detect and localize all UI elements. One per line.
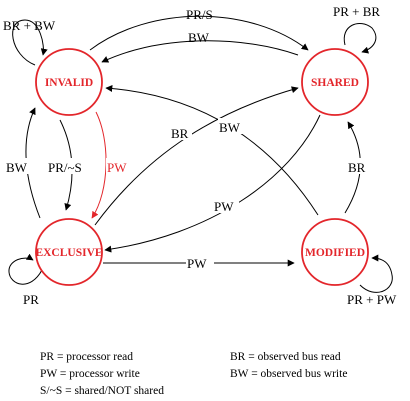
edge-invalid-to-exclusive-pw [91,111,107,219]
edge-shared-to-exclusive [104,114,321,253]
edge-shared-self [343,23,377,54]
legend-bw: BW = observed bus write [230,368,348,380]
state-shared-label: SHARED [311,77,359,89]
state-exclusive: EXCLUSIVE [35,218,103,286]
edge-exclusive-self [8,253,43,285]
edge-invalid-self [12,19,48,66]
legend-pr: PR = processor read [40,351,134,363]
label-exclusive-to-shared: BR [171,126,189,141]
legend-pw: PW = processor write [40,368,140,380]
edge-invalid-to-shared [89,15,309,51]
label-shared-to-exclusive: PW [214,199,234,214]
legend-s: S/~S = shared/NOT shared [40,385,164,397]
edge-modified-to-invalid [105,84,319,216]
label-modified-to-shared: BR [348,160,366,175]
label-exclusive-to-invalid: BW [6,160,28,175]
legend-br: BR = observed bus read [230,351,341,363]
state-shared: SHARED [301,48,369,116]
edge-modified-self [359,254,393,293]
label-invalid-to-exclusive-pr: PR/~S [48,160,82,175]
label-invalid-to-exclusive-pw: PW [107,160,127,175]
label-exclusive-to-modified: PW [187,256,207,271]
label-shared-self: PR + BR [333,4,380,19]
state-invalid-label: INVALID [45,77,93,89]
label-shared-to-invalid: BW [188,30,210,45]
state-modified-label: MODIFIED [305,247,365,259]
state-exclusive-label: EXCLUSIVE [35,247,102,259]
state-modified: MODIFIED [301,218,369,286]
state-invalid: INVALID [35,48,103,116]
label-exclusive-self: PR [23,292,39,307]
label-invalid-to-shared: PR/S [186,7,213,22]
edge-shared-to-invalid [101,40,299,63]
label-modified-self: PR + PW [347,292,397,307]
label-invalid-self: BR + BW [3,18,56,33]
label-modified-to-invalid: BW [219,120,241,135]
